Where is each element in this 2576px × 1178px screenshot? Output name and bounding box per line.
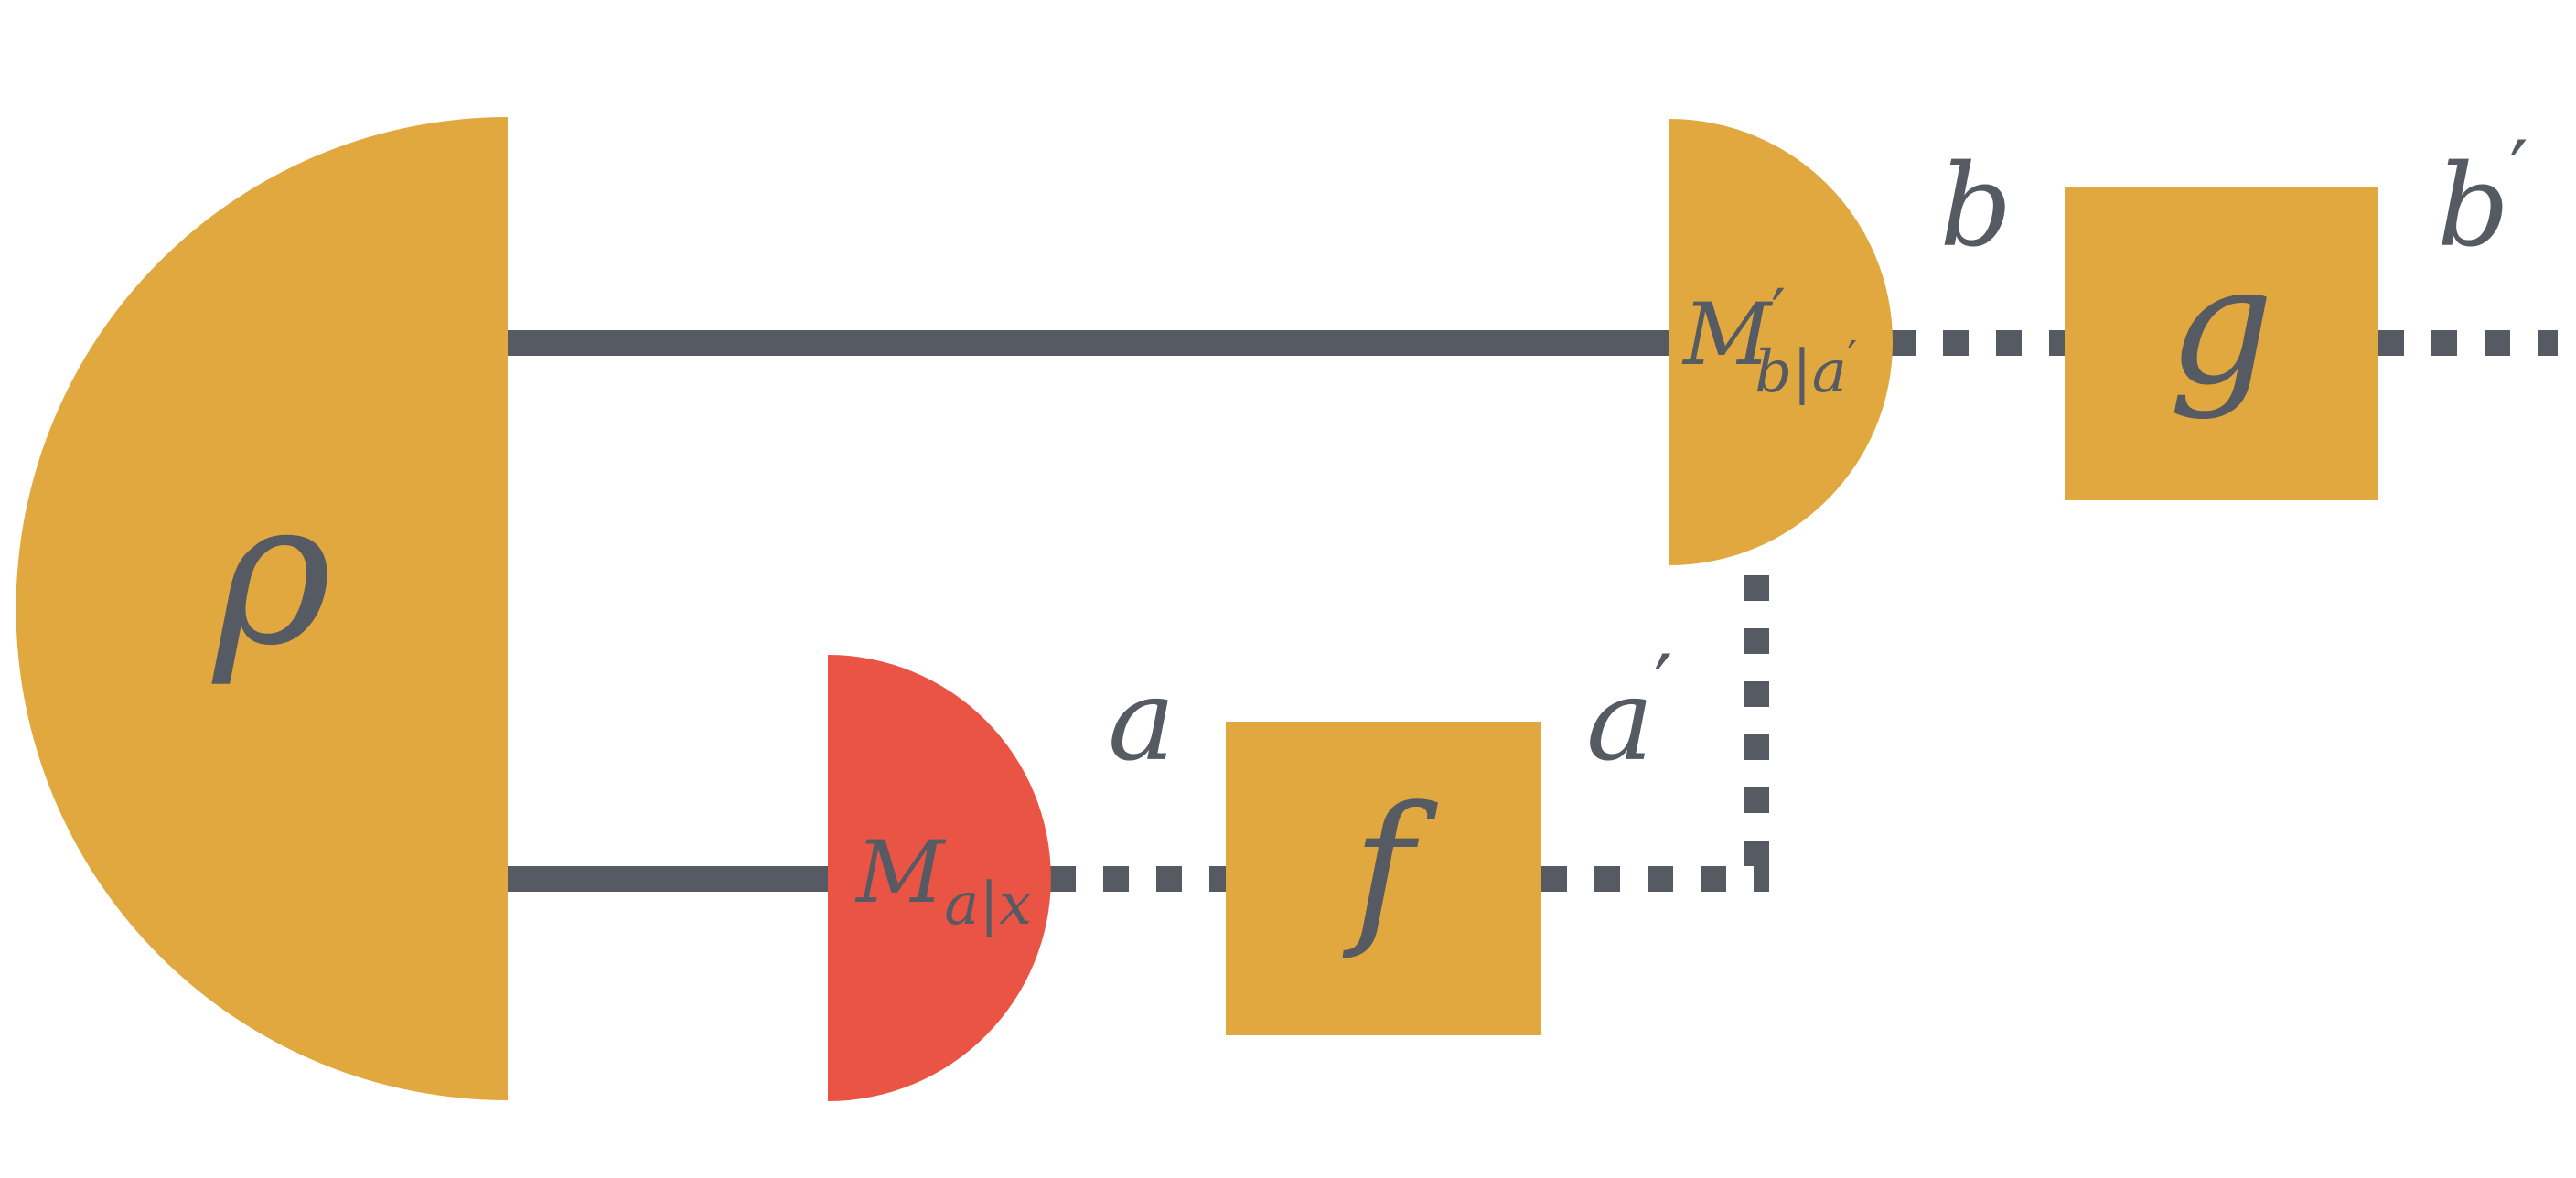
m-bob-sub-outcome: b bbox=[1755, 338, 1792, 406]
box-g-shape bbox=[2065, 187, 2378, 500]
g-label: g bbox=[2168, 230, 2273, 422]
wire-label-a-prime: a′ bbox=[1586, 637, 1672, 787]
m-bob-prime: ′ bbox=[1771, 275, 1786, 350]
b-prime-base: b bbox=[2437, 141, 2509, 273]
a-prime-mark: ′ bbox=[1654, 637, 1672, 734]
m-alice-base: M bbox=[854, 823, 947, 923]
wire-label-a: a bbox=[1108, 655, 1175, 787]
wire-label-b-prime: b′ bbox=[2437, 123, 2528, 273]
state-rho-shape bbox=[16, 117, 508, 1100]
m-alice-sub-outcome: a bbox=[944, 871, 979, 938]
a-prime-base: a bbox=[1586, 655, 1654, 787]
measurement-alice-label: Ma|x bbox=[854, 823, 1032, 938]
rho-label: ρ bbox=[211, 455, 331, 690]
b-prime-mark: ′ bbox=[2509, 123, 2528, 220]
m-bob-base: M bbox=[1681, 285, 1774, 385]
m-alice-sub-bar: | bbox=[979, 871, 999, 938]
box-f-shape bbox=[1226, 722, 1541, 1035]
measurement-bob-shape bbox=[1669, 119, 1893, 565]
m-bob-sub-setting: a bbox=[1812, 338, 1847, 406]
wire-label-b: b bbox=[1939, 141, 2012, 273]
m-bob-sub-bar: | bbox=[1792, 338, 1812, 406]
measurement-bob-label: M′b|a′ bbox=[1681, 275, 1857, 406]
m-bob-sub-setting-prime: ′ bbox=[1847, 331, 1857, 384]
measurement-alice-shape bbox=[828, 655, 1051, 1101]
m-alice-sub-setting: x bbox=[999, 871, 1032, 938]
